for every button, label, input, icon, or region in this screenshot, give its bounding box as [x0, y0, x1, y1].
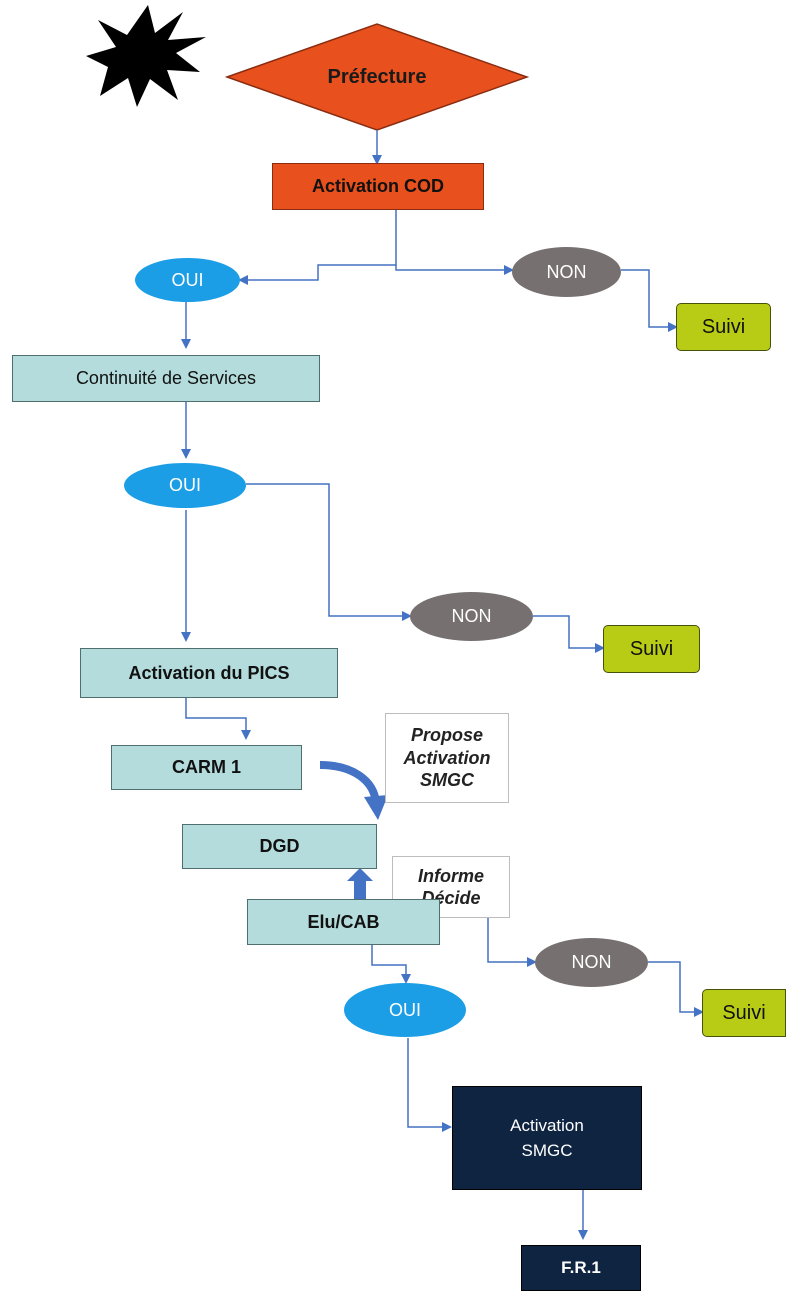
oui-oval-2: OUI [124, 463, 246, 508]
activation-smgc-line1: Activation [510, 1115, 584, 1135]
edge-cod-non1 [395, 265, 514, 275]
carm-box: CARM 1 [111, 745, 302, 790]
note-propose-line3: SMGC [420, 770, 474, 791]
edge-cod-oui1 [238, 210, 397, 285]
non-oval-3: NON [535, 938, 648, 987]
suivi-box-2: Suivi [603, 625, 700, 673]
non-oval-2: NON [410, 592, 533, 641]
oui-oval-3: OUI [344, 983, 466, 1037]
activation-smgc-line2: SMGC [521, 1141, 573, 1160]
suivi-box-1: Suivi [676, 303, 771, 351]
note-informe-line1: Informe [417, 865, 484, 886]
edge-oui3-smgc [407, 1038, 452, 1132]
activation-smgc-box: Activation SMGC [452, 1086, 642, 1190]
oui-oval-1: OUI [135, 258, 240, 302]
activation-pics-box: Activation du PICS [80, 648, 338, 698]
note-propose-activation: Propose Activation SMGC [385, 713, 509, 803]
suivi-box-3: Suivi [702, 989, 786, 1037]
prefecture-diamond [224, 23, 530, 131]
curved-arrow-head [364, 795, 388, 820]
prefecture-label: Préfecture [327, 65, 427, 88]
edge-oui2-non2 [246, 483, 412, 621]
note-propose-line1: Propose [410, 725, 484, 746]
edge-pics-carm [185, 698, 251, 740]
edge-non1-suivi1 [621, 269, 678, 332]
fr1-box: F.R.1 [521, 1245, 641, 1291]
continuite-services-box: Continuité de Services [12, 355, 320, 402]
dgd-box: DGD [182, 824, 377, 869]
note-propose-line2: Activation [403, 747, 491, 768]
activation-cod-box: Activation COD [272, 163, 484, 210]
edge-non2-suivi2 [533, 615, 605, 653]
edge-elu-oui3 [371, 945, 411, 984]
edge-non3-suivi3 [648, 961, 704, 1017]
starburst-icon [86, 5, 206, 107]
non-oval-1: NON [512, 247, 621, 297]
double-arrow [347, 868, 373, 925]
elu-cab-box: Elu/CAB [247, 899, 440, 945]
